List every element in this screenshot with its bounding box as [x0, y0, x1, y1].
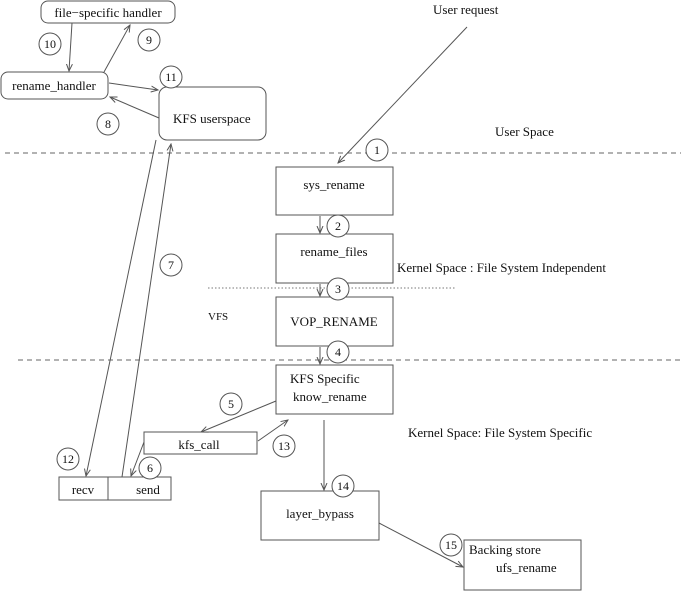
step-3: 3: [326, 277, 350, 301]
file-specific-handler-box: [40, 0, 176, 24]
arrow-step-8: [110, 97, 160, 119]
rename-files-label: rename_files: [300, 244, 367, 259]
kfs-specific-box: [275, 364, 394, 415]
vop-rename-box: [275, 296, 394, 347]
arrow-step-6: [131, 441, 145, 476]
arrow-user-request: [338, 26, 468, 163]
know-rename-label: know_rename: [293, 389, 367, 404]
svg-text:4: 4: [335, 345, 341, 359]
vfs-label: VFS: [208, 311, 228, 323]
svg-text:15: 15: [445, 538, 457, 552]
send-box: [107, 476, 172, 501]
arrow-step-7: [121, 144, 171, 478]
arrow-step-11: [108, 82, 158, 90]
svg-text:10: 10: [44, 37, 56, 51]
arrow-step-15: [378, 522, 463, 567]
arrow-step-9: [103, 25, 130, 73]
kfs-userspace-label: KFS userspace: [173, 111, 251, 126]
step-12: 12: [56, 447, 80, 471]
kfs-userspace-box: [158, 86, 267, 141]
step-2: 2: [326, 214, 350, 238]
step-13: 13: [272, 434, 296, 458]
svg-text:8: 8: [105, 117, 111, 131]
kernel-fs-specific-label: Kernel Space: File System Specific: [408, 425, 592, 440]
svg-text:7: 7: [168, 258, 174, 272]
svg-text:12: 12: [62, 452, 74, 466]
step-14: 14: [331, 474, 355, 498]
svg-text:1: 1: [374, 143, 380, 157]
svg-text:14: 14: [337, 479, 349, 493]
user-space-label: User Space: [495, 124, 554, 139]
step-8: 8: [96, 112, 120, 136]
recv-label: recv: [72, 482, 95, 497]
step-7: 7: [159, 253, 183, 277]
arrow-step-5: [201, 400, 277, 432]
kernel-fs-independent-label: Kernel Space : File System Independent: [397, 260, 606, 275]
step-9: 9: [137, 28, 161, 52]
arrow-step-12: [86, 139, 157, 476]
vop-rename-label: VOP_RENAME: [290, 314, 377, 329]
step-6: 6: [138, 456, 162, 480]
step-5: 5: [219, 392, 243, 416]
arrow-step-10: [69, 22, 72, 71]
svg-text:3: 3: [335, 282, 341, 296]
step-1: 1: [365, 138, 389, 162]
kfs-specific-label: KFS Specific: [290, 371, 360, 386]
backing-store-label: Backing store: [469, 542, 541, 557]
sys-rename-box: [275, 166, 394, 216]
file-specific-handler-label: file−specific handler: [54, 5, 162, 20]
step-15: 15: [439, 533, 463, 557]
backing-store-box: [463, 539, 582, 591]
step-11: 11: [159, 65, 183, 89]
step-4: 4: [326, 340, 350, 364]
layer-bypass-label: layer_bypass: [286, 506, 354, 521]
ufs-rename-label: ufs_rename: [496, 560, 557, 575]
layer-bypass-box: [260, 490, 380, 541]
svg-text:6: 6: [147, 461, 153, 475]
svg-text:11: 11: [165, 70, 177, 84]
svg-text:5: 5: [228, 397, 234, 411]
arrow-step-13: [257, 420, 288, 442]
rename-handler-box: [0, 71, 109, 100]
kfs-call-label: kfs_call: [178, 437, 220, 452]
sys-rename-label: sys_rename: [303, 177, 365, 192]
rename-handler-label: rename_handler: [12, 78, 96, 93]
user-request-label: User request: [433, 2, 499, 17]
step-10: 10: [38, 32, 62, 56]
svg-text:2: 2: [335, 219, 341, 233]
svg-text:9: 9: [146, 33, 152, 47]
rename-files-box: [275, 233, 394, 284]
send-label: send: [136, 482, 160, 497]
svg-text:13: 13: [278, 439, 290, 453]
